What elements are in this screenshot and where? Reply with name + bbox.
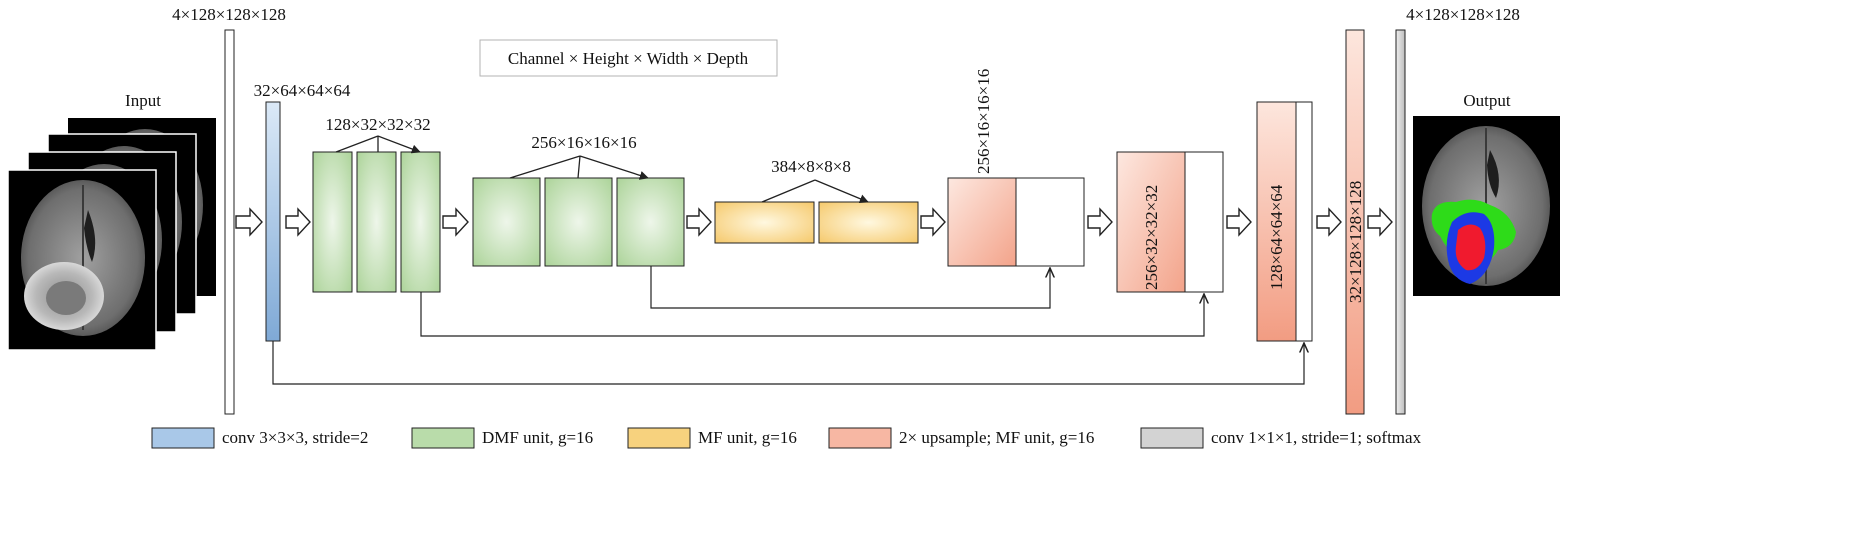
legend-mf-label: MF unit, g=16 (698, 428, 797, 447)
dmf2-block-c (616, 177, 685, 267)
dmf-stage-2: 256×16×16×16 (472, 133, 685, 267)
mf-stage: 384×8×8×8 (714, 157, 919, 244)
flow-arrow-5 (920, 207, 946, 237)
up3-shape-label: 128×64×64×64 (1267, 184, 1286, 290)
mf-block-a (714, 201, 815, 244)
legend-conv-label: conv 3×3×3, stride=2 (222, 428, 368, 447)
legend-conv: conv 3×3×3, stride=2 (151, 427, 368, 449)
dmf1-block-c (400, 151, 441, 293)
legend-dmf-swatch (411, 427, 475, 449)
legend-mf: MF unit, g=16 (627, 427, 797, 449)
upsample-stage-4: 32×128×128×128 (1345, 29, 1365, 415)
input-tensor: 4×128×128×128 (172, 5, 286, 415)
up1-shape-label: 256×16×16×16 (974, 69, 993, 174)
output-segmentation-image: Output (1413, 91, 1560, 296)
up3-block (1256, 101, 1297, 342)
mf-block-b (818, 201, 919, 244)
flow-arrow-2 (285, 207, 311, 237)
necrotic-region (1455, 224, 1486, 271)
legend-upsample-label: 2× upsample; MF unit, g=16 (899, 428, 1094, 447)
legend-final-conv-label: conv 1×1×1, stride=1; softmax (1211, 428, 1422, 447)
up1-block (947, 177, 1017, 267)
conv-shape-label: 32×64×64×64 (254, 81, 351, 100)
legend-mf-swatch (627, 427, 691, 449)
dmf-stage-1: 128×32×32×32 (312, 115, 441, 293)
dmf1-block-a (312, 151, 353, 293)
skip-connections (272, 266, 1304, 385)
skip-connection-dmf2-to-up1 (650, 266, 1050, 309)
upsample-stage-1: 256×16×16×16 (947, 69, 1085, 267)
legend-final-conv: conv 1×1×1, stride=1; softmax (1140, 427, 1422, 449)
dmf2-block-b (544, 177, 613, 267)
forward-flow-arrows (235, 207, 1393, 237)
upsample-stage-2: 256×32×32×32 (1116, 151, 1224, 293)
dmf1-block-b (356, 151, 397, 293)
mf-fanout-arrows (761, 179, 868, 202)
output-shape-label: 4×128×128×128 (1406, 5, 1520, 24)
flow-arrow-6 (1087, 207, 1113, 237)
flow-arrow-9 (1367, 207, 1393, 237)
upsample-stage-3: 128×64×64×64 (1256, 101, 1313, 342)
flow-arrow-4 (686, 207, 712, 237)
up4-block (1345, 29, 1365, 415)
dmf1-shape-label: 128×32×32×32 (325, 115, 430, 134)
legend-dmf: DMF unit, g=16 (411, 427, 593, 449)
up2-block (1116, 151, 1186, 293)
input-label: Input (125, 91, 161, 110)
dmf1-fanout-arrows (335, 135, 420, 152)
flow-arrow-1 (235, 207, 263, 237)
legend: conv 3×3×3, stride=2 DMF unit, g=16 MF uni… (151, 427, 1422, 449)
legend-upsample: 2× upsample; MF unit, g=16 (828, 427, 1094, 449)
skip-connection-conv-to-up3 (272, 341, 1304, 385)
input-shape-label: 4×128×128×128 (172, 5, 286, 24)
up4-shape-label: 32×128×128×128 (1346, 181, 1365, 303)
dimension-key: Channel × Height × Width × Depth (479, 39, 778, 77)
flow-arrow-3 (442, 207, 469, 237)
legend-conv-swatch (151, 427, 215, 449)
flow-arrow-8 (1316, 207, 1342, 237)
up2-skip-block (1184, 151, 1224, 293)
up3-skip-block (1295, 101, 1313, 342)
mf-shape-label: 384×8×8×8 (771, 157, 851, 176)
dmf2-shape-label: 256×16×16×16 (531, 133, 636, 152)
output-tensor: 4×128×128×128 (1395, 5, 1520, 415)
dimension-key-text: Channel × Height × Width × Depth (508, 49, 749, 68)
skip-connection-dmf1-to-up2 (420, 292, 1204, 337)
dmf2-fanout-arrows (509, 155, 648, 178)
legend-upsample-swatch (828, 427, 892, 449)
mri-slice-1 (7, 169, 157, 351)
output-label: Output (1463, 91, 1511, 110)
up2-shape-label: 256×32×32×32 (1142, 185, 1161, 290)
flow-arrow-7 (1226, 207, 1252, 237)
legend-dmf-label: DMF unit, g=16 (482, 428, 593, 447)
dmf2-block-a (472, 177, 541, 267)
up1-skip-block (1015, 177, 1085, 267)
input-mri-stack: Input (7, 91, 216, 351)
legend-final-conv-swatch (1140, 427, 1204, 449)
